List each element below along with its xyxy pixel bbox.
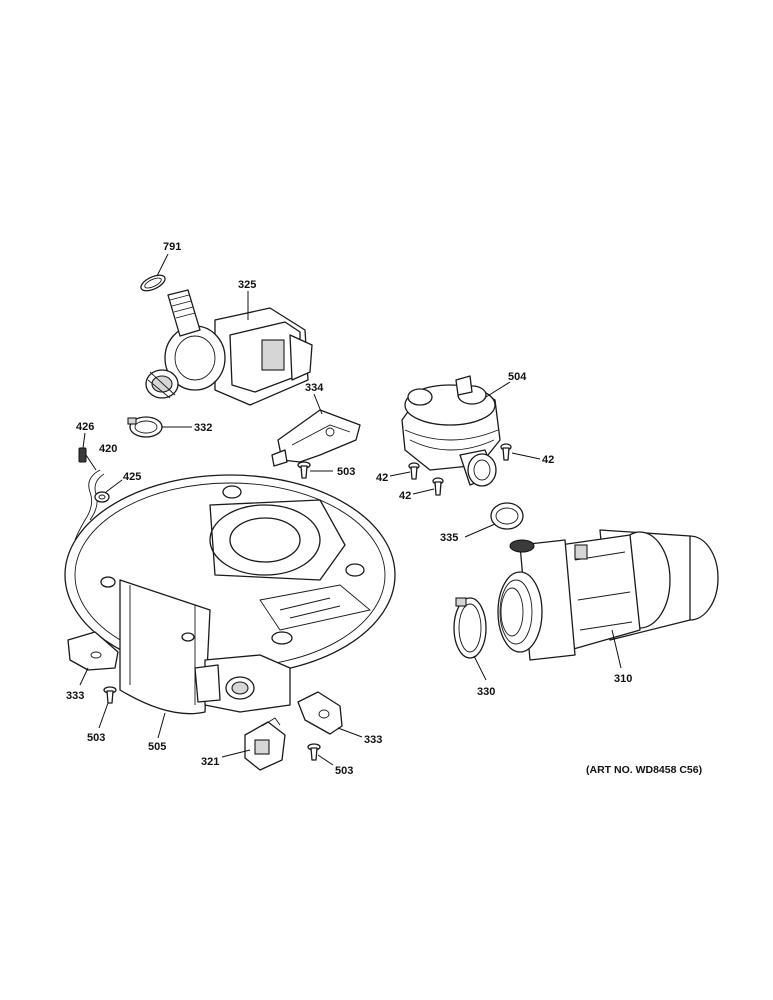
sump-505 bbox=[64, 474, 396, 715]
label-321: 321 bbox=[201, 756, 219, 768]
label-310: 310 bbox=[614, 673, 632, 685]
label-335: 335 bbox=[440, 532, 458, 544]
label-325: 325 bbox=[238, 279, 256, 291]
label-503-lower-right: 503 bbox=[335, 765, 353, 777]
screw-503-upper bbox=[297, 461, 311, 479]
hose-clamp-330 bbox=[453, 597, 487, 659]
label-333-left: 333 bbox=[66, 690, 84, 702]
screw-503-lower-right bbox=[307, 743, 321, 761]
hose-clamp-335 bbox=[490, 502, 524, 530]
label-333-right: 333 bbox=[364, 734, 382, 746]
label-332: 332 bbox=[194, 422, 212, 434]
art-number: (ART NO. WD8458 C56) bbox=[586, 764, 702, 776]
screw-426 bbox=[78, 447, 87, 463]
label-425: 425 bbox=[123, 471, 141, 483]
label-42-bottom: 42 bbox=[399, 490, 411, 502]
drain-pump-325 bbox=[145, 289, 313, 406]
circulation-pump-310 bbox=[497, 529, 719, 661]
label-42-right: 42 bbox=[542, 454, 554, 466]
bracket-333-left bbox=[67, 631, 119, 671]
label-334: 334 bbox=[305, 382, 324, 394]
label-503-lower-left: 503 bbox=[87, 732, 105, 744]
label-791: 791 bbox=[163, 241, 181, 253]
label-503-upper: 503 bbox=[337, 466, 355, 478]
label-426: 426 bbox=[76, 421, 94, 433]
washer-425 bbox=[94, 491, 110, 503]
screw-42-right bbox=[500, 443, 512, 461]
screw-503-lower-left bbox=[103, 686, 117, 704]
label-504: 504 bbox=[508, 371, 527, 383]
label-420: 420 bbox=[99, 443, 117, 455]
label-330: 330 bbox=[477, 686, 495, 698]
bracket-334 bbox=[271, 409, 361, 467]
hose-clamp-332 bbox=[127, 416, 163, 438]
manifold-504 bbox=[401, 375, 501, 487]
label-505: 505 bbox=[148, 741, 166, 753]
screw-42-left bbox=[408, 462, 420, 480]
label-42-left: 42 bbox=[376, 472, 388, 484]
screw-42-bottom bbox=[432, 477, 444, 496]
bracket-333-right bbox=[297, 691, 343, 735]
sensor-321 bbox=[244, 717, 286, 771]
seal-ring-791 bbox=[140, 274, 166, 292]
leader-lines bbox=[79, 253, 622, 766]
part-labels: 791 325 334 504 426 332 420 503 425 42 4… bbox=[66, 241, 702, 777]
